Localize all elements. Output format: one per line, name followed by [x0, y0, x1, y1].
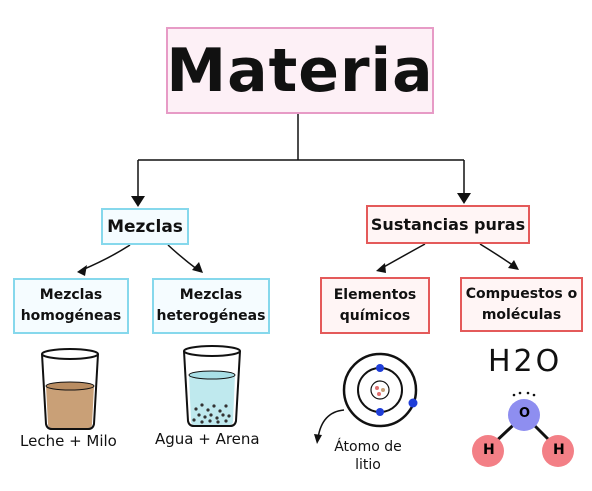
- lithium-atom-icon: [314, 352, 418, 444]
- beaker-milk-icon: [41, 348, 99, 430]
- node-label-line2: homogéneas: [20, 308, 122, 324]
- example-label-lithium: Átomo de litio: [334, 439, 402, 473]
- node-label-line2: moléculas: [481, 306, 562, 323]
- hydrogen-atom-label-right: H: [553, 442, 565, 458]
- node-label-line2: heterogéneas: [156, 308, 266, 324]
- node-mezclas: Mezclas: [101, 208, 189, 245]
- hydrogen-atom-label-left: H: [483, 442, 495, 458]
- node-sustancias-puras: Sustancias puras: [366, 205, 530, 244]
- example-label-milk: Leche + Milo: [20, 432, 117, 450]
- node-label-line1: Mezclas: [179, 287, 243, 303]
- formula-h2o: H2O: [488, 344, 563, 379]
- node-mezclas-heterogeneas: Mezclas heterogéneas: [152, 278, 270, 334]
- node-label-line1: Mezclas: [39, 287, 103, 303]
- node-label-line1: Compuestos o: [465, 285, 578, 302]
- oxygen-atom-label: O: [519, 406, 531, 421]
- water-molecule-icon: [472, 391, 574, 467]
- node-label-line1: Elementos: [333, 286, 417, 303]
- node-mezclas-homogeneas: Mezclas homogéneas: [13, 278, 129, 334]
- node-label-line2: químicos: [339, 307, 411, 324]
- example-label-water-sand: Agua + Arena: [155, 430, 260, 448]
- beaker-water-sand-icon: [183, 345, 241, 427]
- node-elementos-quimicos: Elementos químicos: [320, 277, 430, 334]
- node-compuestos-moleculas: Compuestos o moléculas: [460, 277, 583, 332]
- title-materia: Materia: [166, 27, 434, 114]
